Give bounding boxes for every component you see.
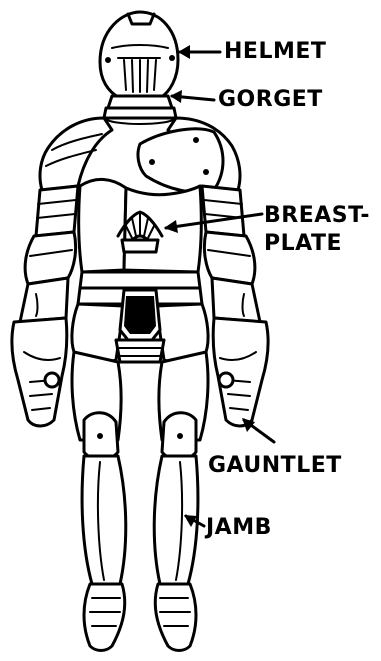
sabatons (84, 584, 196, 651)
jambs (82, 456, 198, 584)
shoulders (40, 118, 240, 192)
gorget (104, 96, 176, 124)
gorget-label: GORGET (218, 87, 323, 112)
jamb-label: JAMB (204, 515, 272, 540)
gauntlet-label: GAUNTLET (208, 453, 342, 478)
legs (72, 352, 208, 460)
faulds (72, 272, 208, 362)
helmet (100, 12, 178, 98)
breastplate-label-line2: PLATE (264, 231, 342, 256)
helmet-label: HELMET (224, 39, 326, 64)
breastplate-label-line1: BREAST- (264, 203, 370, 228)
